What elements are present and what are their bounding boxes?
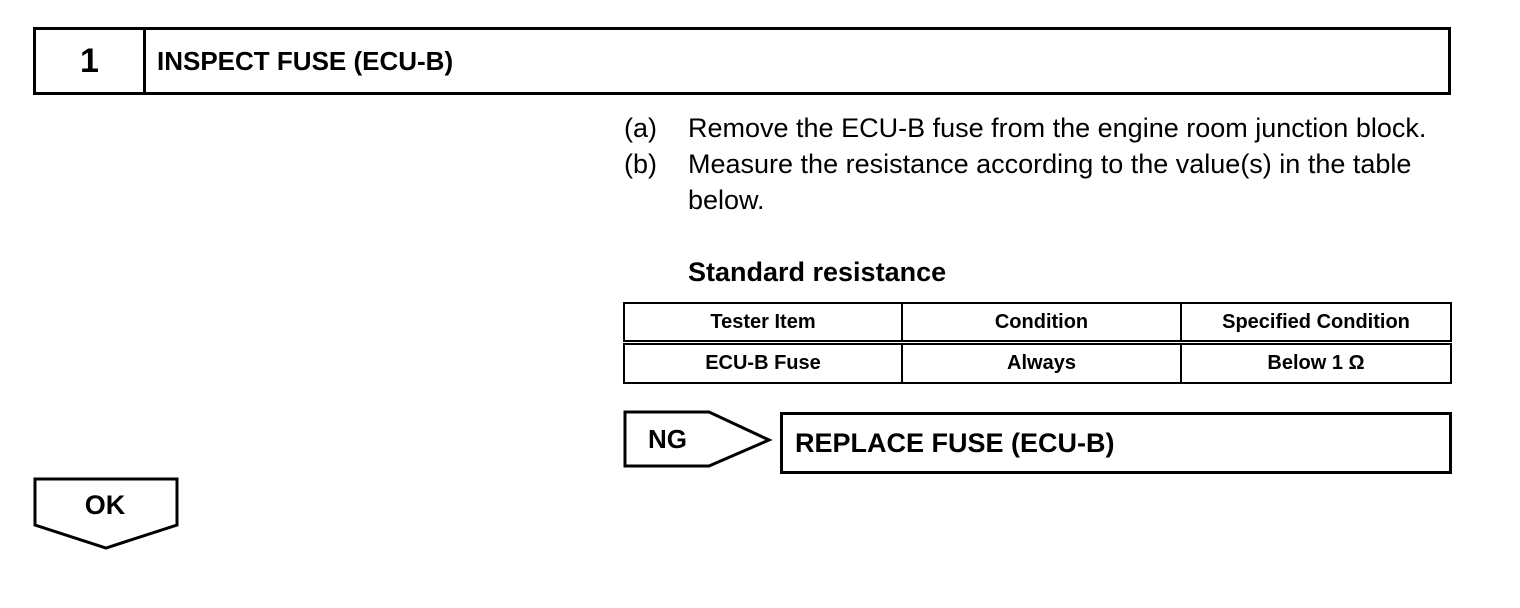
column-header-condition: Condition [901, 302, 1182, 345]
instruction-item: (b) Measure the resistance according to … [624, 146, 1454, 218]
ng-result-box: REPLACE FUSE (ECU-B) [780, 412, 1452, 474]
table-row: ECU-B Fuse Always Below 1 Ω [623, 341, 1452, 384]
ok-label: OK [84, 490, 126, 520]
instruction-text: Remove the ECU-B fuse from the engine ro… [688, 113, 1427, 143]
table-cell: ECU-B Fuse [623, 341, 903, 384]
column-header-tester-item: Tester Item [623, 302, 903, 345]
step-title: INSPECT FUSE (ECU-B) [157, 45, 454, 76]
spec-table: Tester Item Condition Specified Conditio… [623, 302, 1452, 384]
column-header-specified-condition: Specified Condition [1180, 302, 1452, 345]
ng-arrow-icon [623, 410, 773, 468]
ng-action-text: REPLACE FUSE (ECU-B) [795, 427, 1115, 458]
instruction-list: (a) Remove the ECU-B fuse from the engin… [624, 110, 1454, 218]
table-cell: Always [901, 341, 1182, 384]
standard-resistance-heading: Standard resistance [688, 257, 947, 287]
instruction-text: Measure the resistance according to the … [688, 149, 1412, 215]
table-cell: Below 1 Ω [1180, 341, 1452, 384]
ok-arrow-icon [33, 477, 179, 550]
instruction-label: (a) [624, 113, 657, 143]
ng-label: NG [648, 424, 687, 454]
table-header-row: Tester Item Condition Specified Conditio… [623, 302, 1452, 345]
step-number: 1 [36, 30, 146, 92]
instruction-label: (b) [624, 149, 657, 179]
instruction-item: (a) Remove the ECU-B fuse from the engin… [624, 110, 1454, 146]
step-header: 1 INSPECT FUSE (ECU-B) [33, 27, 1451, 95]
